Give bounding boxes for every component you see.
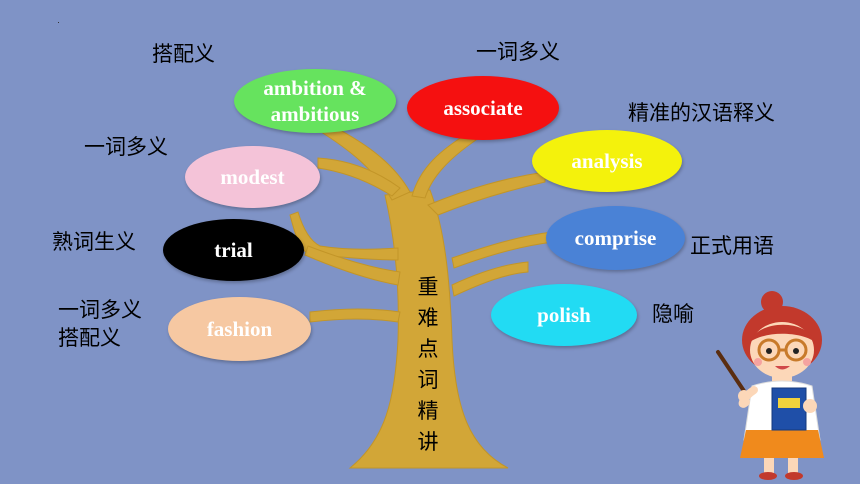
word-label-modest: modest [220, 164, 285, 189]
note-trial: 熟词生义 [52, 230, 136, 254]
note-fashion-line2: 搭配义 [58, 326, 121, 351]
word-label-comprise: comprise [574, 225, 657, 250]
word-oval-associate[interactable]: associate [407, 76, 559, 140]
word-label-analysis: analysis [571, 148, 643, 173]
note-comprise: 正式用语 [690, 234, 774, 258]
word-oval-ambition[interactable]: ambition & ambitious [234, 69, 396, 133]
word-label-fashion: fashion [206, 316, 273, 341]
center-title: 重难点词精讲 [417, 275, 439, 454]
word-label-trial: trial [214, 237, 253, 262]
word-oval-comprise[interactable]: comprise [546, 206, 685, 270]
word-label-ambition-line1: ambition & [263, 75, 367, 100]
word-oval-fashion[interactable]: fashion [168, 297, 311, 361]
note-fashion: 一词多义 搭配义 [58, 296, 142, 353]
note-analysis: 精准的汉语释义 [628, 101, 775, 125]
word-oval-trial[interactable]: trial [163, 219, 304, 281]
teacher-cartoon-icon [716, 291, 824, 480]
note-ambition: 搭配义 [152, 42, 215, 66]
word-oval-modest[interactable]: modest [185, 146, 320, 208]
speck [58, 22, 59, 23]
word-label-polish: polish [537, 302, 591, 327]
note-associate: 一词多义 [476, 40, 560, 64]
word-label-ambition-line2: ambitious [270, 102, 360, 126]
note-polish: 隐喻 [652, 302, 694, 326]
note-modest: 一词多义 [84, 135, 168, 159]
note-fashion-line1: 一词多义 [58, 298, 142, 322]
word-oval-analysis[interactable]: analysis [532, 130, 682, 192]
word-label-associate: associate [443, 95, 523, 120]
word-oval-polish[interactable]: polish [491, 284, 637, 346]
